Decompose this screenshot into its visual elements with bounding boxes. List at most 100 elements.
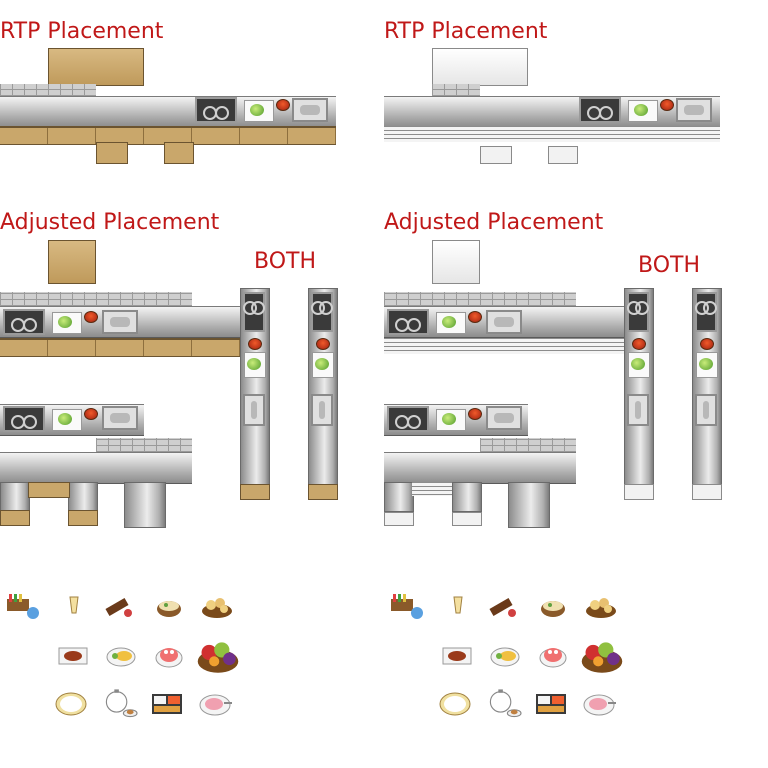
lower-cabinets bbox=[0, 126, 336, 145]
stove-icon bbox=[579, 97, 621, 123]
wine-and-cheese-icon bbox=[489, 598, 516, 617]
sink-icon bbox=[676, 98, 712, 122]
steak-plate-icon bbox=[58, 647, 88, 665]
tile-backsplash bbox=[384, 292, 576, 306]
lower-cabinets bbox=[384, 126, 720, 142]
cabinet-leg bbox=[164, 142, 194, 164]
stove-icon bbox=[3, 406, 45, 432]
both-label-right: BOTH bbox=[638, 253, 701, 278]
bento-box-icon bbox=[536, 694, 566, 714]
upper-cabinet bbox=[48, 48, 144, 86]
omelette-plate-icon bbox=[106, 647, 136, 667]
sink-icon bbox=[627, 394, 649, 426]
strawberry-cake-icon bbox=[539, 647, 567, 668]
bowl-icon bbox=[468, 311, 482, 323]
stove-icon bbox=[387, 406, 429, 432]
vegetable-icon bbox=[250, 104, 264, 116]
bowl-icon bbox=[84, 311, 98, 323]
cabinet-leg bbox=[308, 484, 338, 500]
ham-plate-icon bbox=[199, 694, 232, 716]
cabinet-leg bbox=[548, 146, 578, 164]
bread-basket-icon bbox=[202, 598, 232, 618]
sink-icon bbox=[292, 98, 328, 122]
cabinet-leg bbox=[0, 510, 30, 526]
tea-set-icon bbox=[105, 688, 138, 718]
rtp-placement-label-left: RTP Placement bbox=[0, 19, 164, 44]
spice-rack-icon bbox=[7, 594, 39, 619]
lower-cabinets bbox=[384, 338, 624, 354]
vegetable-icon bbox=[442, 316, 456, 328]
counter-post bbox=[452, 482, 482, 512]
empty-plate-icon bbox=[55, 692, 87, 716]
counter-post bbox=[0, 482, 30, 512]
vegetable-icon bbox=[442, 413, 456, 425]
vegetable-icon bbox=[699, 358, 713, 370]
tea-set-icon bbox=[489, 688, 522, 718]
cabinet-leg bbox=[692, 484, 722, 500]
counter-top bbox=[384, 452, 576, 484]
stove-icon bbox=[311, 292, 333, 332]
stove-icon bbox=[3, 309, 45, 335]
tile-backsplash bbox=[96, 438, 192, 452]
cabinet-leg bbox=[68, 510, 98, 526]
bento-box-icon bbox=[152, 694, 182, 714]
steak-plate-icon bbox=[442, 647, 472, 665]
sink-icon bbox=[102, 310, 138, 334]
bread-basket-icon bbox=[586, 598, 616, 618]
counter-post bbox=[124, 482, 166, 528]
cabinet-leg bbox=[452, 512, 482, 526]
sink-icon bbox=[486, 406, 522, 430]
tile-backsplash bbox=[0, 84, 96, 96]
bowl-icon bbox=[276, 99, 290, 111]
vegetable-icon bbox=[247, 358, 261, 370]
ramen-bowl-icon bbox=[541, 601, 565, 617]
omelette-plate-icon bbox=[490, 647, 520, 667]
sink-icon bbox=[311, 394, 333, 426]
strawberry-cake-icon bbox=[155, 647, 183, 668]
sink-icon bbox=[102, 406, 138, 430]
bowl-icon bbox=[84, 408, 98, 420]
counter-post bbox=[508, 482, 550, 528]
cabinet-leg bbox=[240, 484, 270, 500]
ham-plate-icon bbox=[583, 694, 616, 716]
bowl-icon bbox=[700, 338, 714, 350]
bowl-icon bbox=[316, 338, 330, 350]
stove-icon bbox=[387, 309, 429, 335]
tile-backsplash bbox=[432, 84, 480, 96]
drink-glass-icon bbox=[69, 596, 79, 614]
cabinet-front bbox=[28, 482, 70, 498]
upper-cabinet bbox=[432, 48, 528, 86]
tile-backsplash bbox=[480, 438, 576, 452]
sink-icon bbox=[243, 394, 265, 426]
bowl-icon bbox=[468, 408, 482, 420]
stove-icon bbox=[695, 292, 717, 332]
lower-cabinets bbox=[0, 338, 240, 357]
bowl-icon bbox=[248, 338, 262, 350]
sink-icon bbox=[486, 310, 522, 334]
cabinet-leg bbox=[480, 146, 512, 164]
empty-plate-icon bbox=[439, 692, 471, 716]
sink-icon bbox=[695, 394, 717, 426]
counter-top bbox=[0, 452, 192, 484]
upper-cabinet bbox=[432, 240, 480, 284]
stove-icon bbox=[627, 292, 649, 332]
drink-glass-icon bbox=[453, 596, 463, 614]
bowl-icon bbox=[632, 338, 646, 350]
tile-backsplash bbox=[0, 292, 192, 306]
counter-post bbox=[68, 482, 98, 512]
spice-rack-icon bbox=[391, 594, 423, 619]
fruit-basket-icon bbox=[197, 642, 239, 673]
cabinet-leg bbox=[384, 512, 414, 526]
rtp-placement-label-right: RTP Placement bbox=[384, 19, 548, 44]
ramen-bowl-icon bbox=[157, 601, 181, 617]
cabinet-leg bbox=[624, 484, 654, 500]
cabinet-leg bbox=[96, 142, 128, 164]
adjusted-placement-label-left: Adjusted Placement bbox=[0, 210, 220, 235]
fruit-basket-icon bbox=[581, 642, 623, 673]
upper-cabinet bbox=[48, 240, 96, 284]
vegetable-icon bbox=[634, 104, 648, 116]
stove-icon bbox=[195, 97, 237, 123]
counter-post bbox=[384, 482, 414, 512]
wine-and-cheese-icon bbox=[105, 598, 132, 617]
bowl-icon bbox=[660, 99, 674, 111]
